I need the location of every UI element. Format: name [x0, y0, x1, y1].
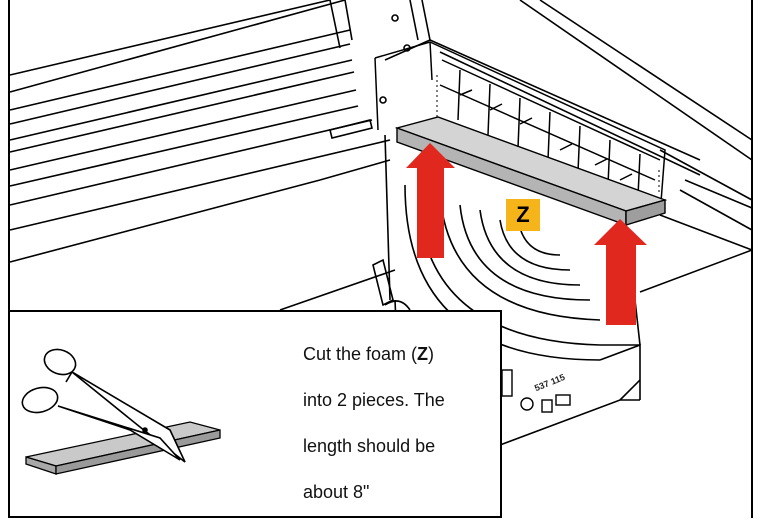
foam-piece	[25, 421, 221, 475]
scissors-icon	[21, 348, 186, 463]
scissors-cut-illustration	[21, 348, 221, 475]
cavity-wall	[9, 119, 411, 311]
foam-label: Z	[516, 202, 530, 227]
top-rails	[9, 0, 391, 231]
caption-line-3: length should be	[303, 436, 436, 456]
foam-label-badge: Z	[506, 199, 540, 231]
arrow-up-right-icon	[594, 219, 647, 325]
connectors	[501, 369, 571, 413]
caption-line-4: about 8"	[303, 482, 370, 502]
right-frame	[379, 0, 753, 231]
guide-lines	[436, 75, 660, 195]
diagram-frame	[8, 0, 753, 518]
foam-holder-rack	[374, 41, 753, 293]
instruction-caption: Cut the foam (Z) into 2 pieces. The leng…	[303, 320, 503, 527]
foam-strip-z	[394, 116, 668, 226]
arrow-up-left-icon	[406, 143, 455, 258]
insert-arrows	[406, 143, 647, 325]
caption-line-1: Cut the foam (Z)	[303, 344, 435, 364]
caption-line-2: into 2 pieces. The	[303, 390, 445, 410]
instruction-inset: Cut the foam (Z) into 2 pieces. The leng…	[8, 310, 502, 518]
